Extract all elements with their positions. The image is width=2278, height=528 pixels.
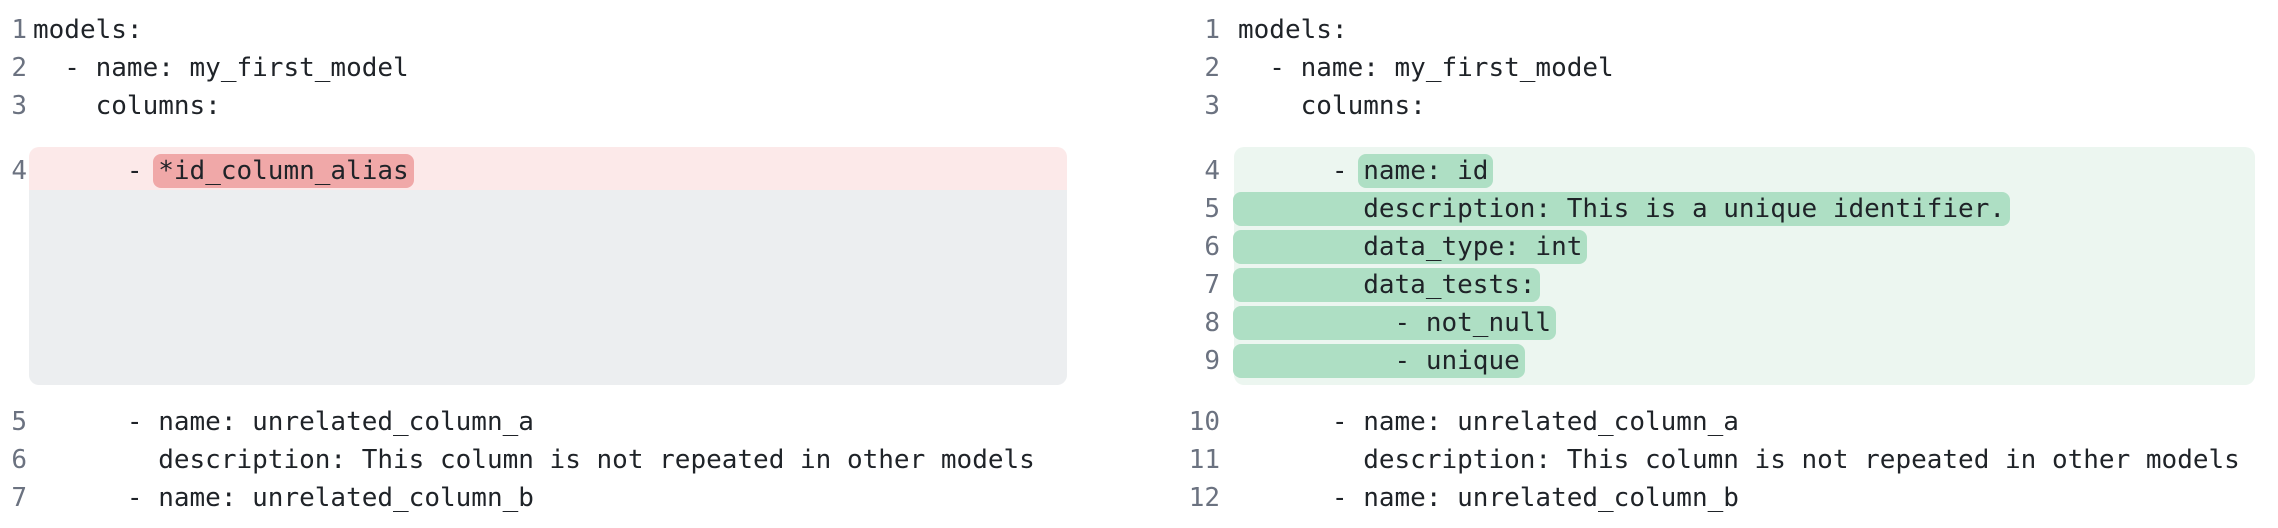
- line-number: 4: [1204, 156, 1220, 186]
- diff-word-highlight: - not_null: [1233, 306, 1557, 340]
- line-number: 8: [1204, 308, 1220, 338]
- code-line: 10 - name: unrelated_column_a: [1150, 403, 2255, 441]
- code-line: 6 description: This column is not repeat…: [0, 441, 1067, 479]
- code-text: - name: unrelated_column_a: [33, 407, 534, 437]
- code-text: - name: unrelated_column_a: [1238, 407, 1739, 437]
- diff-word-highlight: description: This is a unique identifier…: [1233, 192, 2011, 226]
- line-number: 1: [1204, 15, 1220, 45]
- code-line: 4 - *id_column_alias: [0, 147, 1067, 190]
- code-text: models:: [1238, 15, 1348, 45]
- code-text: models:: [33, 15, 143, 45]
- code-line: 3 columns:: [1150, 87, 2255, 125]
- code-text: columns:: [33, 91, 221, 121]
- diff-change-block: 4 - *id_column_alias: [0, 147, 1067, 385]
- line-number: 6: [11, 445, 27, 475]
- line-number: 7: [1204, 270, 1220, 300]
- code-line: 8 - not_null: [1150, 304, 2255, 342]
- line-number: 5: [11, 407, 27, 437]
- code-line: 11 description: This column is not repea…: [1150, 441, 2255, 479]
- diff-filler-row: [0, 190, 1067, 385]
- diff-word-highlight: name: id: [1358, 154, 1494, 188]
- line-number: [0, 190, 27, 228]
- code-text: - unique: [1233, 342, 2255, 385]
- code-text: description: This is a unique identifier…: [1233, 190, 2255, 228]
- line-number: 3: [11, 91, 27, 121]
- code-line: 9 - unique: [1150, 342, 2255, 385]
- code-line: 2 - name: my_first_model: [0, 49, 1067, 87]
- line-number: 7: [11, 483, 27, 513]
- code-text: - name: unrelated_column_b: [33, 483, 534, 513]
- code-text: - *id_column_alias: [29, 147, 1067, 190]
- code-line: 7 data_tests:: [1150, 266, 2255, 304]
- line-number: 12: [1188, 483, 1220, 513]
- code-text: - name: my_first_model: [1238, 53, 1614, 83]
- code-line: 6 data_type: int: [1150, 228, 2255, 266]
- code-line: 5 - name: unrelated_column_a: [0, 403, 1067, 441]
- line-number: 10: [1188, 407, 1220, 437]
- code-text: - name: unrelated_column_b: [1238, 483, 1739, 513]
- code-text: [29, 190, 1067, 385]
- line-number: 2: [11, 53, 27, 83]
- code-line: 12 - name: unrelated_column_b: [1150, 479, 2255, 517]
- diff-word-highlight: - unique: [1233, 344, 1525, 378]
- diff-word-highlight: *id_column_alias: [153, 154, 414, 188]
- code-text: - name: id: [1234, 147, 2255, 190]
- code-text: - name: my_first_model: [33, 53, 409, 83]
- line-number: 6: [1204, 232, 1220, 262]
- code-text: data_tests:: [1233, 266, 2255, 304]
- line-number: 4: [11, 156, 27, 186]
- line-number: 11: [1188, 445, 1220, 475]
- code-text: columns:: [1238, 91, 1426, 121]
- code-line: 3 columns:: [0, 87, 1067, 125]
- code-line: 4 - name: id: [1150, 147, 2255, 190]
- line-number: 9: [1204, 346, 1220, 376]
- code-text: - not_null: [1233, 304, 2255, 342]
- line-number: 1: [11, 15, 27, 45]
- diff-word-highlight: data_tests:: [1233, 268, 1541, 302]
- line-number: 5: [1204, 194, 1220, 224]
- code-line: 5 description: This is a unique identifi…: [1150, 190, 2255, 228]
- diff-word-highlight: data_type: int: [1233, 230, 1588, 264]
- line-number: 2: [1204, 53, 1220, 83]
- code-line: 1 models:: [1150, 11, 2255, 49]
- code-text: data_type: int: [1233, 228, 2255, 266]
- code-text: description: This column is not repeated…: [33, 445, 1035, 475]
- code-text: description: This column is not repeated…: [1238, 445, 2240, 475]
- code-line: 2 - name: my_first_model: [1150, 49, 2255, 87]
- code-line: 7 - name: unrelated_column_b: [0, 479, 1067, 517]
- line-number: 3: [1204, 91, 1220, 121]
